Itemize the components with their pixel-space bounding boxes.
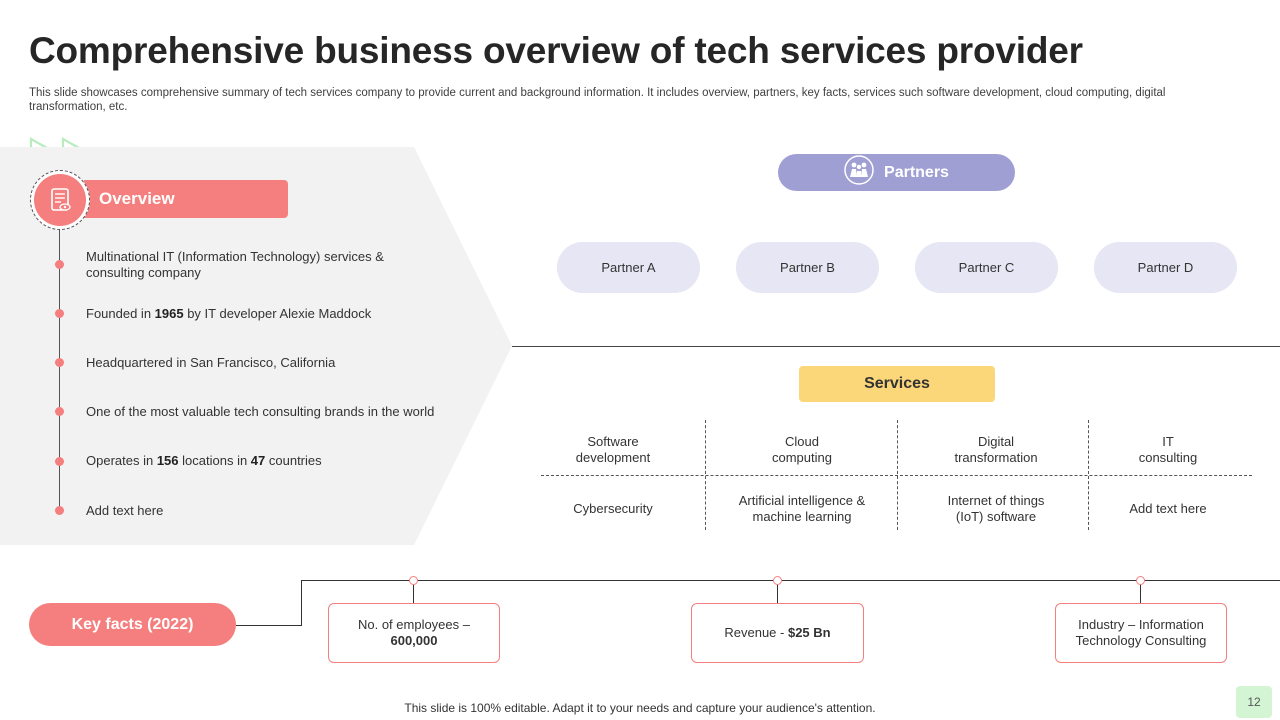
key-facts-node xyxy=(1136,576,1145,585)
overview-item: Multinational IT (Information Technology… xyxy=(86,249,384,280)
overview-item: Add text here xyxy=(86,503,164,518)
partner-c: Partner C xyxy=(915,242,1058,293)
key-facts-node xyxy=(773,576,782,585)
page-number: 12 xyxy=(1236,686,1272,718)
timeline-dot xyxy=(55,358,64,367)
services-header: Services xyxy=(799,366,995,402)
service-item: Internet of things(IoT) software xyxy=(947,493,1045,524)
timeline-dot xyxy=(55,457,64,466)
document-icon xyxy=(34,174,86,226)
overview-item: Founded in 1965 by IT developer Alexie M… xyxy=(86,306,372,321)
key-facts-label: Key facts (2022) xyxy=(29,603,236,646)
service-item: Add text here xyxy=(1129,501,1207,516)
partner-d: Partner D xyxy=(1094,242,1237,293)
services-grid-divider xyxy=(541,475,1252,476)
key-fact-employees: No. of employees –600,000 xyxy=(328,603,500,663)
overview-timeline xyxy=(59,230,60,512)
page-title: Comprehensive business overview of tech … xyxy=(29,30,1083,71)
service-item: Cybersecurity xyxy=(573,501,653,516)
timeline-dot xyxy=(55,260,64,269)
footer-note: This slide is 100% editable. Adapt it to… xyxy=(404,701,876,715)
key-facts-node xyxy=(409,576,418,585)
key-facts-connector xyxy=(777,580,778,603)
people-icon xyxy=(844,155,874,190)
section-divider xyxy=(512,346,1280,347)
partners-header: Partners xyxy=(778,154,1015,191)
services-grid-divider xyxy=(897,420,898,530)
key-fact-revenue: Revenue - $25 Bn xyxy=(691,603,864,663)
overview-label: Overview xyxy=(84,180,288,218)
timeline-dot xyxy=(55,506,64,515)
key-facts-connector xyxy=(413,580,414,603)
timeline-dot xyxy=(55,309,64,318)
page-subtitle: This slide showcases comprehensive summa… xyxy=(29,87,1166,113)
key-facts-connector xyxy=(301,580,1280,581)
service-item: Artificial intelligence &machine learnin… xyxy=(738,493,866,524)
key-facts-connector xyxy=(1140,580,1141,603)
overview-item: One of the most valuable tech consulting… xyxy=(86,404,435,419)
services-grid-divider xyxy=(705,420,706,530)
partner-a: Partner A xyxy=(557,242,700,293)
key-facts-connector xyxy=(236,625,302,626)
key-facts-connector xyxy=(301,580,302,626)
overview-item: Headquartered in San Francisco, Californ… xyxy=(86,355,336,370)
overview-item: Operates in 156 locations in 47 countrie… xyxy=(86,453,322,468)
partner-b: Partner B xyxy=(736,242,879,293)
services-grid-divider xyxy=(1088,420,1089,530)
timeline-dot xyxy=(55,407,64,416)
partners-label: Partners xyxy=(884,163,949,181)
